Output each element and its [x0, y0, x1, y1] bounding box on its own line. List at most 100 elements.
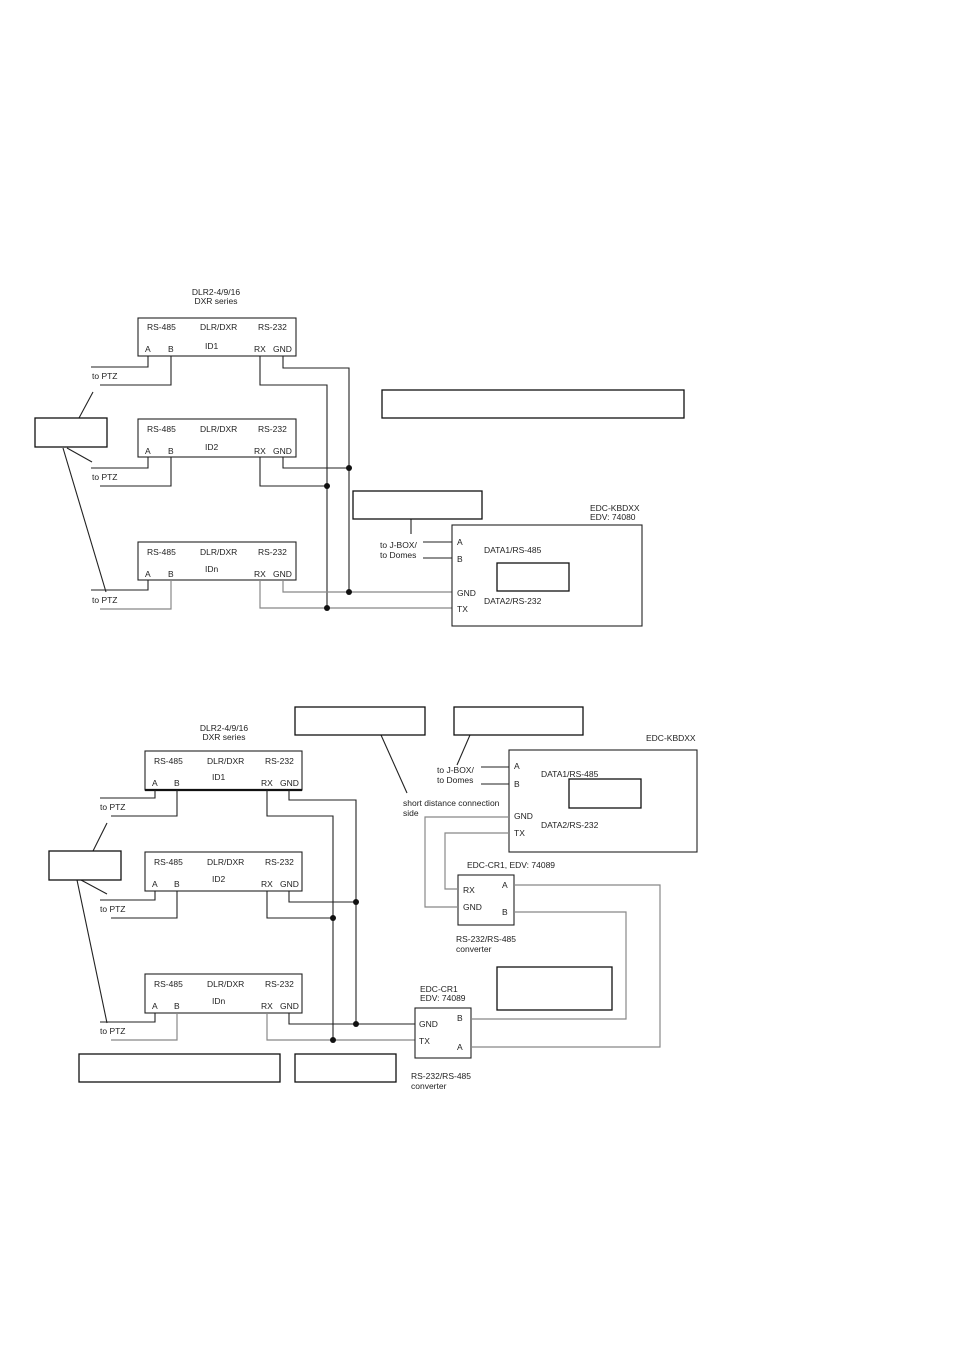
bottom-rs232-bus — [266, 790, 415, 1043]
callout-box-keyboard-top — [496, 562, 570, 592]
rs485-label: RS-485 — [154, 756, 183, 766]
callout-box-ptz-top — [34, 417, 108, 448]
device-id-label: IDn — [205, 564, 219, 574]
pin-gnd-label: GND — [280, 879, 299, 889]
keyboard-pin-tx: TX — [457, 604, 468, 614]
converter-bottom-label: EDC-CR1 — [420, 984, 458, 994]
domes-label: to Domes — [380, 550, 416, 560]
top-ptz-wires: to PTZ to PTZ to PTZ — [91, 356, 172, 610]
callout-box-wide-top — [381, 389, 685, 419]
top-diagram: DLR2-4/9/16 DXR series RS-485 DLR/DXR RS… — [34, 287, 685, 627]
keyboard-data2: DATA2/RS-232 — [541, 820, 599, 830]
to-ptz-label: to PTZ — [92, 472, 118, 482]
top-device-id1: RS-485 DLR/DXR RS-232 ID1 A B RX GND — [137, 317, 297, 357]
rs232-label: RS-232 — [265, 857, 294, 867]
bottom-series-subtitle: DXR series — [203, 732, 246, 742]
pin-rx-label: RX — [261, 1001, 273, 1011]
callout-box-short-distance — [294, 706, 426, 736]
callout-box-ptz-bottom — [48, 850, 122, 881]
pin-rx-label: RX — [254, 344, 266, 354]
callout-box-keyboard-bottom — [568, 778, 642, 809]
top-keyboard: EDC-KBDXX EDV: 74080 to J-BOX/ to Domes … — [380, 503, 643, 627]
keyboard-pin-a: A — [514, 761, 520, 771]
bottom-device-id2: RS-485 DLR/DXR RS-232 ID2 A B RX GND — [144, 851, 303, 892]
converter-top-label: EDC-CR1, EDV: 74089 — [467, 860, 555, 870]
rs232-label: RS-232 — [258, 424, 287, 434]
keyboard-pin-b: B — [514, 779, 520, 789]
pin-rx-label: RX — [254, 446, 266, 456]
converter-top-b: B — [502, 907, 508, 917]
keyboard-data2: DATA2/RS-232 — [484, 596, 542, 606]
bottom-device-id1: RS-485 DLR/DXR RS-232 ID1 A B RX GND — [144, 750, 303, 792]
rs485-label: RS-485 — [147, 322, 176, 332]
device-box — [137, 541, 297, 581]
model-label: DLR/DXR — [207, 979, 244, 989]
to-ptz-label: to PTZ — [100, 802, 126, 812]
keyboard-data1: DATA1/RS-485 — [541, 769, 599, 779]
pin-gnd-label: GND — [280, 1001, 299, 1011]
device-id-label: ID1 — [205, 341, 219, 351]
pin-gnd-label: GND — [273, 344, 292, 354]
device-box — [137, 317, 297, 357]
callout-box-long-distance — [496, 966, 613, 1011]
rs232-label: RS-232 — [258, 547, 287, 557]
device-id-label: ID2 — [205, 442, 219, 452]
pin-b-label: B — [168, 344, 174, 354]
keyboard-pin-tx: TX — [514, 828, 525, 838]
top-rs232-bus — [259, 356, 452, 611]
top-series-subtitle: DXR series — [195, 296, 238, 306]
rs485-label: RS-485 — [147, 547, 176, 557]
converter-bottom: EDC-CR1 EDV: 74089 GND TX B A RS-232/RS-… — [411, 984, 472, 1091]
pin-rx-label: RX — [261, 778, 273, 788]
bottom-keyboard: EDC-KBDXX to J-BOX/ to Domes A B GND TX … — [437, 733, 698, 853]
pin-a-label: A — [152, 778, 158, 788]
model-label: DLR/DXR — [200, 547, 237, 557]
converter-top-rx: RX — [463, 885, 475, 895]
device-id-label: IDn — [212, 996, 226, 1006]
keyboard-pin-b: B — [457, 554, 463, 564]
keyboard-pin-gnd: GND — [514, 811, 533, 821]
pin-rx-label: RX — [261, 879, 273, 889]
bottom-device-idn: RS-485 DLR/DXR RS-232 IDn A B RX GND — [144, 973, 303, 1014]
short-distance-side-label: side — [403, 808, 419, 818]
bottom-ptz-wires: to PTZ to PTZ to PTZ — [100, 790, 178, 1041]
to-ptz-label: to PTZ — [100, 1026, 126, 1036]
converter-bottom-gnd: GND — [419, 1019, 438, 1029]
top-device-idn: RS-485 DLR/DXR RS-232 IDn A B RX GND — [137, 541, 297, 581]
pin-gnd-label: GND — [273, 569, 292, 579]
model-label: DLR/DXR — [207, 857, 244, 867]
jbox-label: to J-BOX/ — [380, 540, 417, 550]
pin-b-label: B — [174, 879, 180, 889]
bottom-diagram: DLR2-4/9/16 DXR series RS-485 DLR/DXR RS… — [48, 706, 698, 1091]
device-id-label: ID1 — [212, 772, 226, 782]
converter-top-box — [457, 874, 515, 926]
pin-b-label: B — [168, 446, 174, 456]
callout-box-bottom-left — [78, 1053, 281, 1083]
converter-top-desc: RS-232/RS-485 — [456, 934, 516, 944]
pin-a-label: A — [145, 446, 151, 456]
pin-rx-label: RX — [254, 569, 266, 579]
pin-b-label: B — [174, 1001, 180, 1011]
device-box — [144, 973, 303, 1014]
top-series-title: DLR2-4/9/16 — [192, 287, 240, 297]
short-distance-label: short distance connection — [403, 798, 500, 808]
device-box — [137, 418, 297, 458]
converter-top-desc2: converter — [456, 944, 492, 954]
converter-bottom-a: A — [457, 1042, 463, 1052]
converter-top: EDC-CR1, EDV: 74089 RX GND A B RS-232/RS… — [456, 860, 555, 954]
converter-bottom-b: B — [457, 1013, 463, 1023]
converter-bottom-desc: RS-232/RS-485 — [411, 1071, 471, 1081]
rs485-label: RS-485 — [154, 979, 183, 989]
rs232-label: RS-232 — [265, 979, 294, 989]
pin-gnd-label: GND — [280, 778, 299, 788]
pin-gnd-label: GND — [273, 446, 292, 456]
callout-box-bottom-center — [294, 1053, 397, 1083]
to-ptz-label: to PTZ — [92, 595, 118, 605]
callout-box-jbox-top — [352, 490, 483, 520]
to-ptz-label: to PTZ — [100, 904, 126, 914]
keyboard-pin-a: A — [457, 537, 463, 547]
keyboard-name: EDC-KBDXX — [590, 503, 640, 513]
device-box — [144, 750, 303, 791]
pin-b-label: B — [174, 778, 180, 788]
device-id-label: ID2 — [212, 874, 226, 884]
